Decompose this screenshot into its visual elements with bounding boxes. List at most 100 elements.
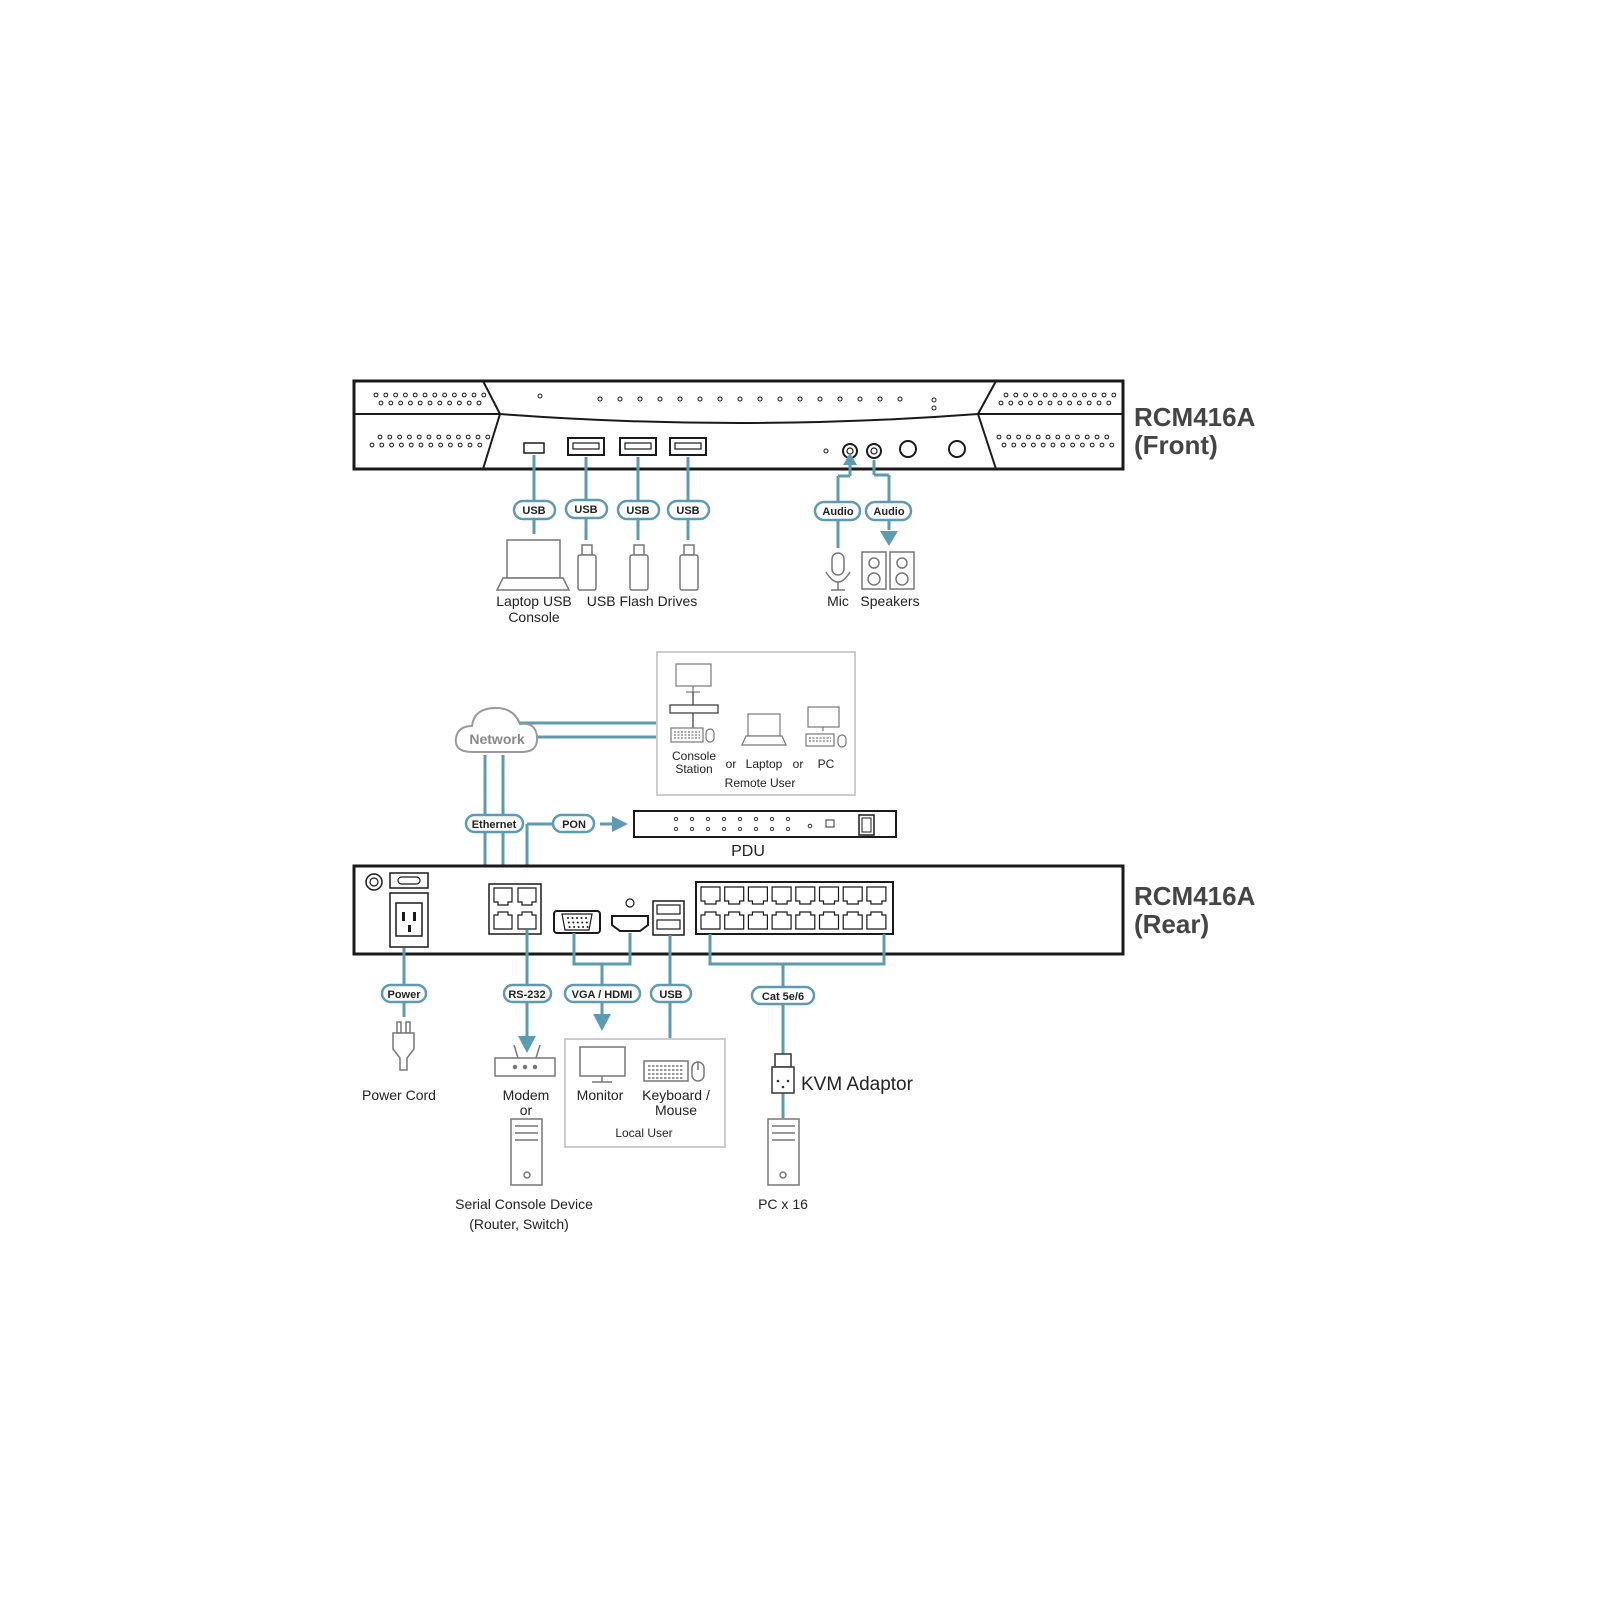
keyboard-mouse-label-line2: Mouse [655, 1102, 697, 1118]
kvm-adaptor-icon [771, 1053, 795, 1094]
pdu-label: PDU [731, 843, 765, 860]
svg-text:USB: USB [676, 505, 699, 517]
pdu-device: PDU [633, 810, 897, 860]
flash-drive-icon-2 [629, 544, 649, 591]
laptop-label-line2: Console [508, 609, 560, 625]
power-plug-icon [392, 1021, 415, 1071]
remote-laptop-icon [741, 713, 787, 746]
svg-text:USB: USB [659, 989, 682, 1001]
svg-text:Cat 5e/6: Cat 5e/6 [762, 991, 804, 1003]
console-keyboard-icon [670, 727, 715, 743]
front-panel: RCM416A (Front) [352, 379, 1256, 471]
svg-text:Ethernet: Ethernet [472, 819, 517, 831]
rear-usb-ports [652, 900, 685, 936]
port-leds [537, 393, 937, 411]
keyboard-mouse-label-line1: Keyboard / [642, 1087, 710, 1103]
front-button-1 [899, 440, 917, 458]
front-title-line1: RCM416A [1134, 402, 1256, 432]
svg-text:USB: USB [574, 504, 597, 516]
rs232-arrow [518, 1036, 536, 1053]
remote-pc-icon [805, 706, 847, 748]
front-button-2 [948, 440, 966, 458]
local-keyboard-icon [643, 1060, 689, 1082]
monitor-label: Monitor [577, 1087, 624, 1103]
ground-screw-icon [365, 873, 383, 891]
rear-cables [402, 930, 886, 1118]
speaker-jack [866, 443, 882, 459]
rs232-pill: RS-232 [502, 983, 553, 1004]
or-label-1: or [726, 757, 737, 771]
usb-pill-1: USB [512, 499, 557, 521]
ethernet-pill: Ethernet [464, 813, 525, 834]
rear-title-line2: (Rear) [1134, 909, 1209, 939]
kvm-port-block [695, 881, 894, 935]
modem-label-line2: or [520, 1102, 533, 1118]
power-socket [389, 892, 429, 948]
remote-pc-label: PC [818, 757, 835, 771]
pon-arrow [612, 816, 628, 832]
audio-pill-mic: Audio [813, 500, 862, 522]
vga-hdmi-pill: VGA / HDMI [563, 983, 642, 1004]
rear-panel: RCM416A (Rear) [352, 864, 1256, 956]
usb-pill-2: USB [564, 498, 609, 520]
local-user-panel: Monitor Keyboard / Mouse Local User [564, 1038, 726, 1148]
flash-drives-label: USB Flash Drives [587, 593, 697, 609]
pdu-outlets [673, 816, 791, 832]
vga-hdmi-arrow [593, 1014, 611, 1031]
serial-device-label-line2: (Router, Switch) [469, 1216, 569, 1232]
rear-title-line1: RCM416A [1134, 881, 1256, 911]
console-station-label-line2: Station [675, 762, 712, 776]
laptop-label-line1: Laptop USB [496, 593, 572, 609]
audio-pill-speakers: Audio [864, 500, 913, 522]
mic-arrow [843, 453, 857, 465]
local-monitor-icon [579, 1046, 626, 1083]
microphone-icon [825, 552, 851, 591]
network-label: Network [469, 731, 524, 747]
hdmi-port [611, 898, 649, 932]
speakers-label: Speakers [860, 593, 919, 609]
rear-usb-pill: USB [649, 983, 693, 1004]
svg-text:PON: PON [562, 819, 586, 831]
pc-x16-label: PC x 16 [758, 1196, 808, 1212]
remote-user-panel: Console Station or Laptop or PC Remote U… [656, 651, 856, 796]
remote-user-label: Remote User [725, 776, 796, 790]
laptop-icon [495, 539, 571, 591]
pc-tower-icon [767, 1118, 800, 1186]
kvm-adaptor-label: KVM Adaptor [801, 1074, 914, 1095]
serial-device-label-line1: Serial Console Device [455, 1196, 593, 1212]
console-station-unit [669, 704, 719, 714]
or-label-2: or [793, 757, 804, 771]
svg-text:RS-232: RS-232 [508, 989, 545, 1001]
power-cord-label: Power Cord [362, 1087, 436, 1103]
lan-serial-port-block [488, 883, 542, 935]
svg-text:Power: Power [387, 989, 421, 1001]
modem-label-line1: Modem [503, 1087, 550, 1103]
usb-pill-4: USB [666, 499, 711, 521]
flash-drive-icon-1 [577, 544, 597, 591]
local-user-label: Local User [615, 1126, 672, 1140]
cat-cable-pill: Cat 5e/6 [750, 985, 816, 1006]
console-station-label-line1: Console [672, 749, 716, 763]
usb-pill-3: USB [616, 499, 661, 521]
speakers-icon [861, 551, 915, 590]
pon-pill: PON [551, 813, 596, 834]
vga-port [553, 910, 601, 934]
svg-text:Audio: Audio [822, 506, 853, 518]
remote-laptop-label: Laptop [746, 757, 783, 771]
power-switch [389, 872, 429, 889]
speaker-arrow [880, 531, 898, 546]
modem-icon [494, 1044, 556, 1077]
svg-text:VGA / HDMI: VGA / HDMI [572, 989, 633, 1001]
pdu-switch [858, 814, 875, 836]
ventilation-holes [369, 392, 1117, 448]
local-mouse-icon [691, 1061, 705, 1082]
mic-label: Mic [827, 593, 849, 609]
network-cloud-icon: Network [454, 706, 539, 753]
svg-text:USB: USB [522, 505, 545, 517]
front-title-line2: (Front) [1134, 430, 1218, 460]
serial-device-tower-icon [510, 1118, 543, 1186]
mini-usb-port [523, 442, 545, 454]
power-pill: Power [380, 983, 428, 1004]
